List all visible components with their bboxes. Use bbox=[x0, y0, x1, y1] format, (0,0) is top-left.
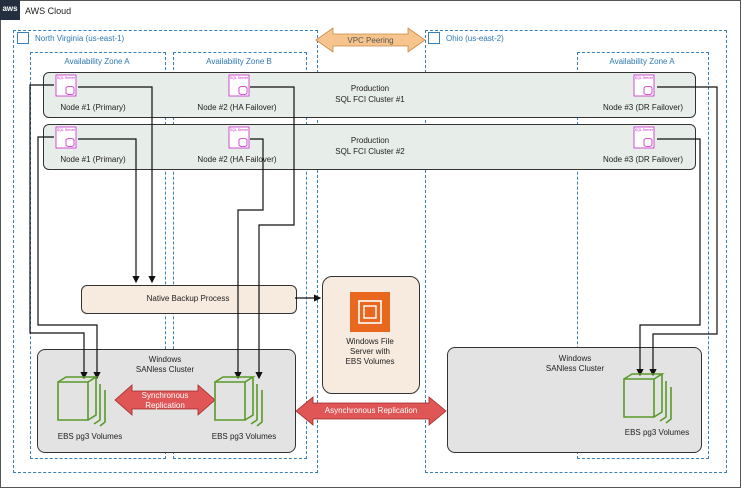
ebs-volume-icon-nv-a bbox=[57, 376, 106, 427]
ebs-volume-icon-nv-b bbox=[214, 376, 263, 427]
cluster-2-node-1-label: Node #1 (Primary) bbox=[60, 155, 126, 164]
cluster-2-node-2-label: Node #2 (HA Failover) bbox=[197, 155, 277, 164]
file-server-line3: EBS Volumes bbox=[345, 357, 395, 366]
native-backup-process bbox=[81, 285, 297, 314]
sql-server-icon bbox=[55, 74, 77, 97]
cluster-1-node-2-label: Node #2 (HA Failover) bbox=[197, 103, 277, 112]
sql-icon-text: SQL Server bbox=[634, 76, 654, 80]
connector-line bbox=[649, 86, 718, 377]
ebs-label-nv-a: EBS pg3 Volumes bbox=[57, 432, 123, 441]
cluster-2-node-3-label: Node #3 (DR Failover) bbox=[602, 155, 684, 164]
sql-server-icon bbox=[228, 74, 250, 97]
connector-line bbox=[78, 86, 156, 284]
sanless-cluster-ohio bbox=[447, 347, 702, 453]
vpc-peering-label: VPC Peering bbox=[347, 36, 394, 45]
ebs-label-nv-b: EBS pg3 Volumes bbox=[211, 432, 277, 441]
az-label-nv-a: Availability Zone A bbox=[64, 57, 130, 66]
connector-line bbox=[78, 138, 140, 284]
region-ohio bbox=[425, 30, 727, 473]
az-label-ohio-a: Availability Zone A bbox=[609, 57, 675, 66]
region-flag-icon bbox=[17, 32, 29, 44]
cluster-2-title-line2: SQL FCI Cluster #2 bbox=[335, 147, 405, 156]
region-title-north-virginia: North Virginia (us-east-1) bbox=[35, 34, 125, 43]
sql-server-icon bbox=[633, 126, 655, 149]
ec2-instance-icon bbox=[350, 292, 390, 332]
az-ohio-a bbox=[577, 52, 709, 459]
aws-cloud-title: AWS Cloud bbox=[25, 6, 72, 16]
async-replication-label: Asynchronous Replication bbox=[324, 406, 418, 415]
sql-server-icon bbox=[633, 74, 655, 97]
sql-icon-text: SQL Server bbox=[229, 76, 249, 80]
sql-server-icon bbox=[228, 126, 250, 149]
async-replication-arrow bbox=[295, 396, 447, 426]
native-backup-label: Native Backup Process bbox=[146, 294, 230, 303]
file-server-line1: Windows File bbox=[346, 337, 394, 346]
vpc-peering-arrow bbox=[315, 27, 426, 53]
aws-logo-icon: aws bbox=[0, 0, 20, 20]
sql-icon-text: SQL Server bbox=[56, 76, 76, 80]
sanless-nv-line1: Windows bbox=[148, 355, 182, 364]
cluster-1-node-3-label: Node #3 (DR Failover) bbox=[602, 103, 684, 112]
sql-server-icon bbox=[55, 126, 77, 149]
sync-replication-line1: Synchronous bbox=[141, 391, 189, 400]
cluster-1-title-line1: Production bbox=[350, 84, 390, 93]
connector-line bbox=[636, 138, 701, 377]
az-label-nv-b: Availability Zone B bbox=[206, 57, 272, 66]
ebs-volume-icon-ohio bbox=[623, 373, 672, 424]
sql-icon-text: SQL Server bbox=[634, 128, 654, 132]
sync-replication-line2: Replication bbox=[145, 401, 185, 410]
sql-icon-text: SQL Server bbox=[56, 128, 76, 132]
region-title-ohio: Ohio (us-east-2) bbox=[446, 34, 504, 43]
connector-line bbox=[37, 136, 101, 380]
connector-line bbox=[29, 84, 88, 380]
sanless-ohio-line2: SANless Cluster bbox=[545, 364, 605, 373]
cluster-1-node-1-label: Node #1 (Primary) bbox=[60, 103, 126, 112]
sanless-nv-line2: SANless Cluster bbox=[135, 365, 195, 374]
cluster-2-title-line1: Production bbox=[350, 136, 390, 145]
region-flag-icon bbox=[428, 32, 440, 44]
cluster-1-title-line2: SQL FCI Cluster #1 bbox=[335, 95, 405, 104]
sanless-ohio-line1: Windows bbox=[558, 354, 592, 363]
az-nv-b bbox=[173, 52, 307, 459]
sql-icon-text: SQL Server bbox=[229, 128, 249, 132]
region-north-virginia bbox=[13, 30, 318, 473]
ebs-label-ohio: EBS pg3 Volumes bbox=[624, 428, 690, 437]
file-server-line2: Server with bbox=[349, 347, 390, 356]
windows-file-server bbox=[322, 276, 420, 394]
connector-line bbox=[234, 138, 264, 380]
connector-line bbox=[250, 86, 295, 380]
